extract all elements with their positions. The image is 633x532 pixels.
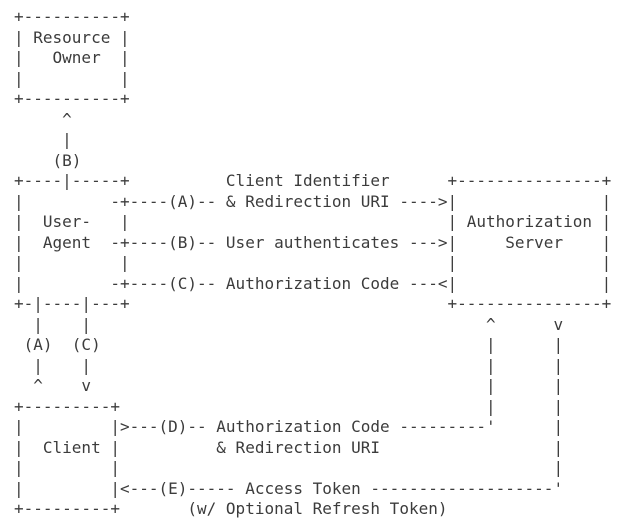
ascii-art-text: +----------+ | Resource | | Owner | | | … xyxy=(14,7,612,518)
